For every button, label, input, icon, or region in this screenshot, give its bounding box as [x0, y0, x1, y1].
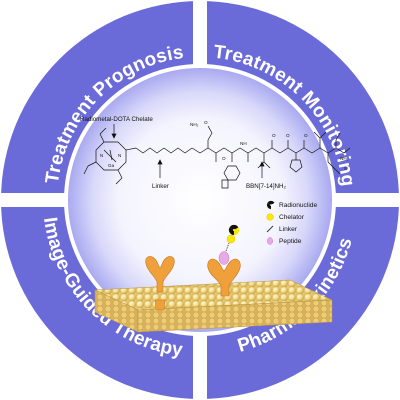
svg-text:N: N [100, 153, 103, 158]
radionuclide-icon [228, 224, 240, 236]
svg-text:NH₂: NH₂ [190, 122, 199, 127]
receptor-left [145, 256, 175, 311]
label-chelate: Radiometal-DOTA Chelate [80, 116, 153, 123]
svg-text:N: N [118, 153, 121, 158]
label-linker: Linker [152, 183, 169, 190]
bound-radiotracer [218, 224, 240, 265]
slash-line-icon [266, 225, 274, 233]
peptide-oval [218, 251, 230, 265]
svg-text:O: O [304, 133, 308, 138]
svg-text:O: O [222, 156, 226, 161]
dota-macrocycle [83, 127, 137, 185]
inner-disc [68, 68, 332, 332]
svg-text:O: O [286, 133, 290, 138]
receptor-right [207, 258, 241, 297]
chelator-circle [226, 234, 236, 244]
yellow-circle-icon [266, 213, 274, 221]
chemical-structure [83, 124, 351, 189]
legend-linker: Linker [279, 226, 298, 233]
legend: Radionuclide Chelator Linker Peptide [266, 200, 317, 245]
legend-chelator: Chelator [279, 214, 305, 221]
legend-peptide: Peptide [279, 238, 302, 245]
peptide-backbone [191, 147, 345, 154]
svg-text:S: S [344, 166, 347, 171]
label-peptide: BBN[7-14]NH₂ [246, 183, 286, 190]
svg-text:NH₂: NH₂ [340, 156, 349, 161]
svg-text:NH: NH [240, 141, 247, 146]
pink-oval-icon [267, 237, 274, 245]
linker-chain [135, 147, 193, 154]
svg-text:O: O [204, 120, 208, 125]
legend-radionuclide: Radionuclide [279, 202, 317, 209]
cell-membrane [94, 279, 333, 333]
svg-text:O: O [272, 133, 276, 138]
atom-labels: NH₂ O O NH O O O NH₂ S N N Ga [100, 120, 349, 171]
linker-line [225, 242, 230, 252]
radiation-trefoil-icon [266, 200, 276, 210]
svg-text:Ga: Ga [108, 163, 115, 168]
